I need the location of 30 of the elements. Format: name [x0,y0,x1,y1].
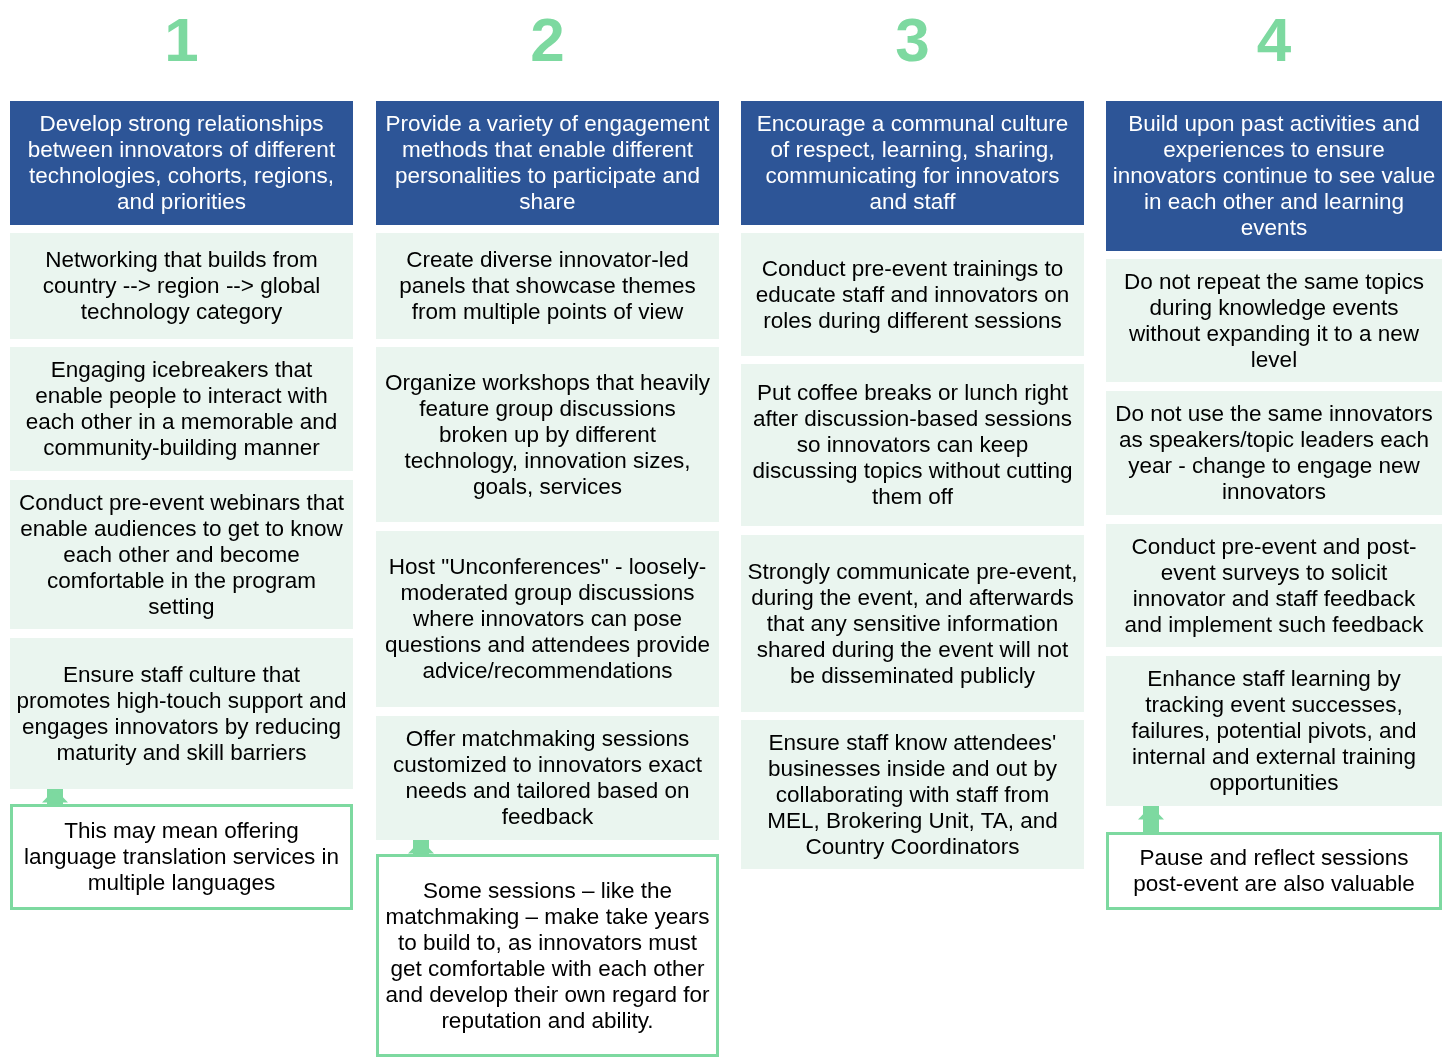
tip-box: Create diverse innovator-led panels that showcase themes from multiple points of view [376,233,719,339]
column-number: 2 [529,5,566,75]
arrow [1138,806,1164,832]
tip-box: Put coffee breaks or lunch right after discussion-based sessions so innovators can keep discussing topics without cutting them off [741,364,1084,526]
tip-box: Strongly communicate pre-event, during the event, and afterwards that any sensitive information shared during the event will not be disseminated publicly [741,535,1084,712]
tip-box: Conduct pre-event trainings to educate staff and innovators on roles during different sessions [741,233,1084,356]
tip-box: Ensure staff culture that promotes high-touch support and engages innovators by reducing maturity and skill barriers [10,638,353,789]
tip-box: Host "Unconferences" - loosely-moderated group discussions where innovators can pose questions and attendees provide advice/recommendations [376,531,719,707]
heading-box: Encourage a communal culture of respect, learning, sharing, communicating for innovators and staff [741,101,1084,225]
tip-box: Do not repeat the same topics during knowledge events without expanding it to a new level [1106,259,1442,382]
heading-box: Build upon past activities and experiences to ensure innovators continue to see value in each other and learning events [1106,101,1442,251]
arrow [42,789,68,804]
arrow [408,840,434,854]
column-number: 4 [1255,5,1293,75]
note-box: Some sessions – like the matchmaking – make take years to build to, as innovators must get comfortable with each other and develop their own regard for reputation and ability. [376,854,719,1057]
column-number: 1 [163,5,200,75]
note-box: Pause and reflect sessions post-event are also valuable [1106,832,1442,910]
tip-box: Engaging icebreakers that enable people to interact with each other in a memorable and community-building manner [10,347,353,471]
column-number: 3 [894,5,931,75]
tip-box: Networking that builds from country --> region --> global technology category [10,233,353,339]
note-box: This may mean offering language translation services in multiple languages [10,804,353,910]
tip-box: Offer matchmaking sessions customized to innovators exact needs and tailored based on feedback [376,716,719,840]
tip-box: Organize workshops that heavily feature group discussions broken up by different technology, innovation sizes, goals, services [376,347,719,522]
tip-box: Conduct pre-event webinars that enable audiences to get to know each other and become comfortable in the program setting [10,480,353,629]
tip-box: Do not use the same innovators as speakers/topic leaders each year - change to engage new innovators [1106,391,1442,515]
tip-box: Enhance staff learning by tracking event successes, failures, potential pivots, and internal and external training opportunities [1106,656,1442,806]
tip-box: Ensure staff know attendees' businesses inside and out by collaborating with staff from MEL, Brokering Unit, TA, and Country Coordinators [741,720,1084,869]
tip-box: Conduct pre-event and post-event surveys to solicit innovator and staff feedback and implement such feedback [1106,524,1442,647]
heading-box: Provide a variety of engagement methods that enable different personalities to participate and share [376,101,719,225]
heading-box: Develop strong relationships between innovators of different technologies, cohorts, regions, and priorities [10,101,353,225]
